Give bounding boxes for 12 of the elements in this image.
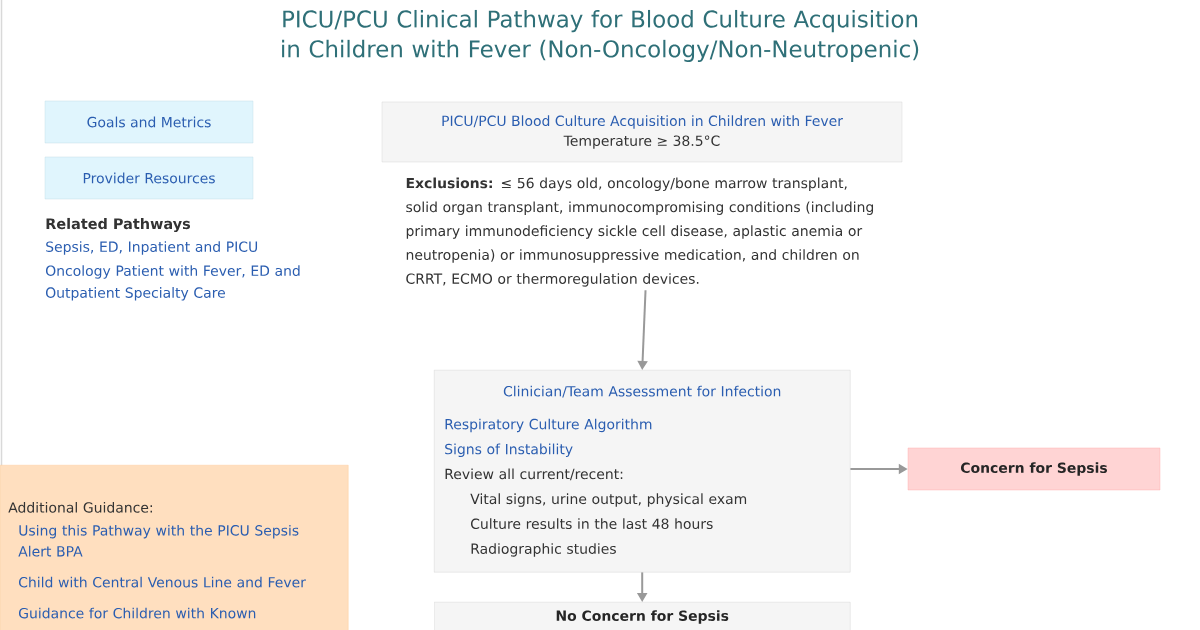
title: PICU/PCU Clinical Pathway for Blood Culture Acquisition in Children with Fever (Non-Oncology/Non-Neutropenic) — [282, 9, 919, 63]
outcome-box: No Concern for Sepsis — [434, 602, 851, 630]
link: Oncology Patient with Fever, ED and Outpatient Specialty Care — [46, 265, 300, 301]
outcome-box: Concern for Sepsis — [907, 447, 1161, 491]
exclusions-text: Exclusions: ≤ 56 days old, oncology/bone marrow transplant, solid organ transplant, immunocompromising conditions (including primary immunodeficiency sickle cell disease, aplastic anemia or neutropenia) or immunosuppressive medication, and children on CRRT, ECMO or thermoregulation devices. — [406, 177, 873, 287]
guidance-panel: Additional Guidance: Using this Pathway with the PICU Sepsis Alert BPA Child with Central Venous Line and Fever Guidance for Children with Known — [0, 465, 349, 630]
link: Sepsis, ED, Inpatient and PICU — [46, 241, 258, 255]
link-button: Goals and Metrics — [44, 100, 254, 144]
assessment-box: Clinician/Team Assessment for Infection Respiratory Culture Algorithm Signs of Instability Review all current/recent: Vital signs, urine output, physical exam Culture results in the last 48 hours Radiographic studies — [434, 370, 851, 573]
start-box: PICU/PCU Blood Culture Acquisition in Children with Fever Temperature ≥ 38.5°C — [381, 101, 903, 163]
section-heading: Related Pathways — [46, 217, 191, 233]
link-button: Provider Resources — [44, 156, 254, 200]
